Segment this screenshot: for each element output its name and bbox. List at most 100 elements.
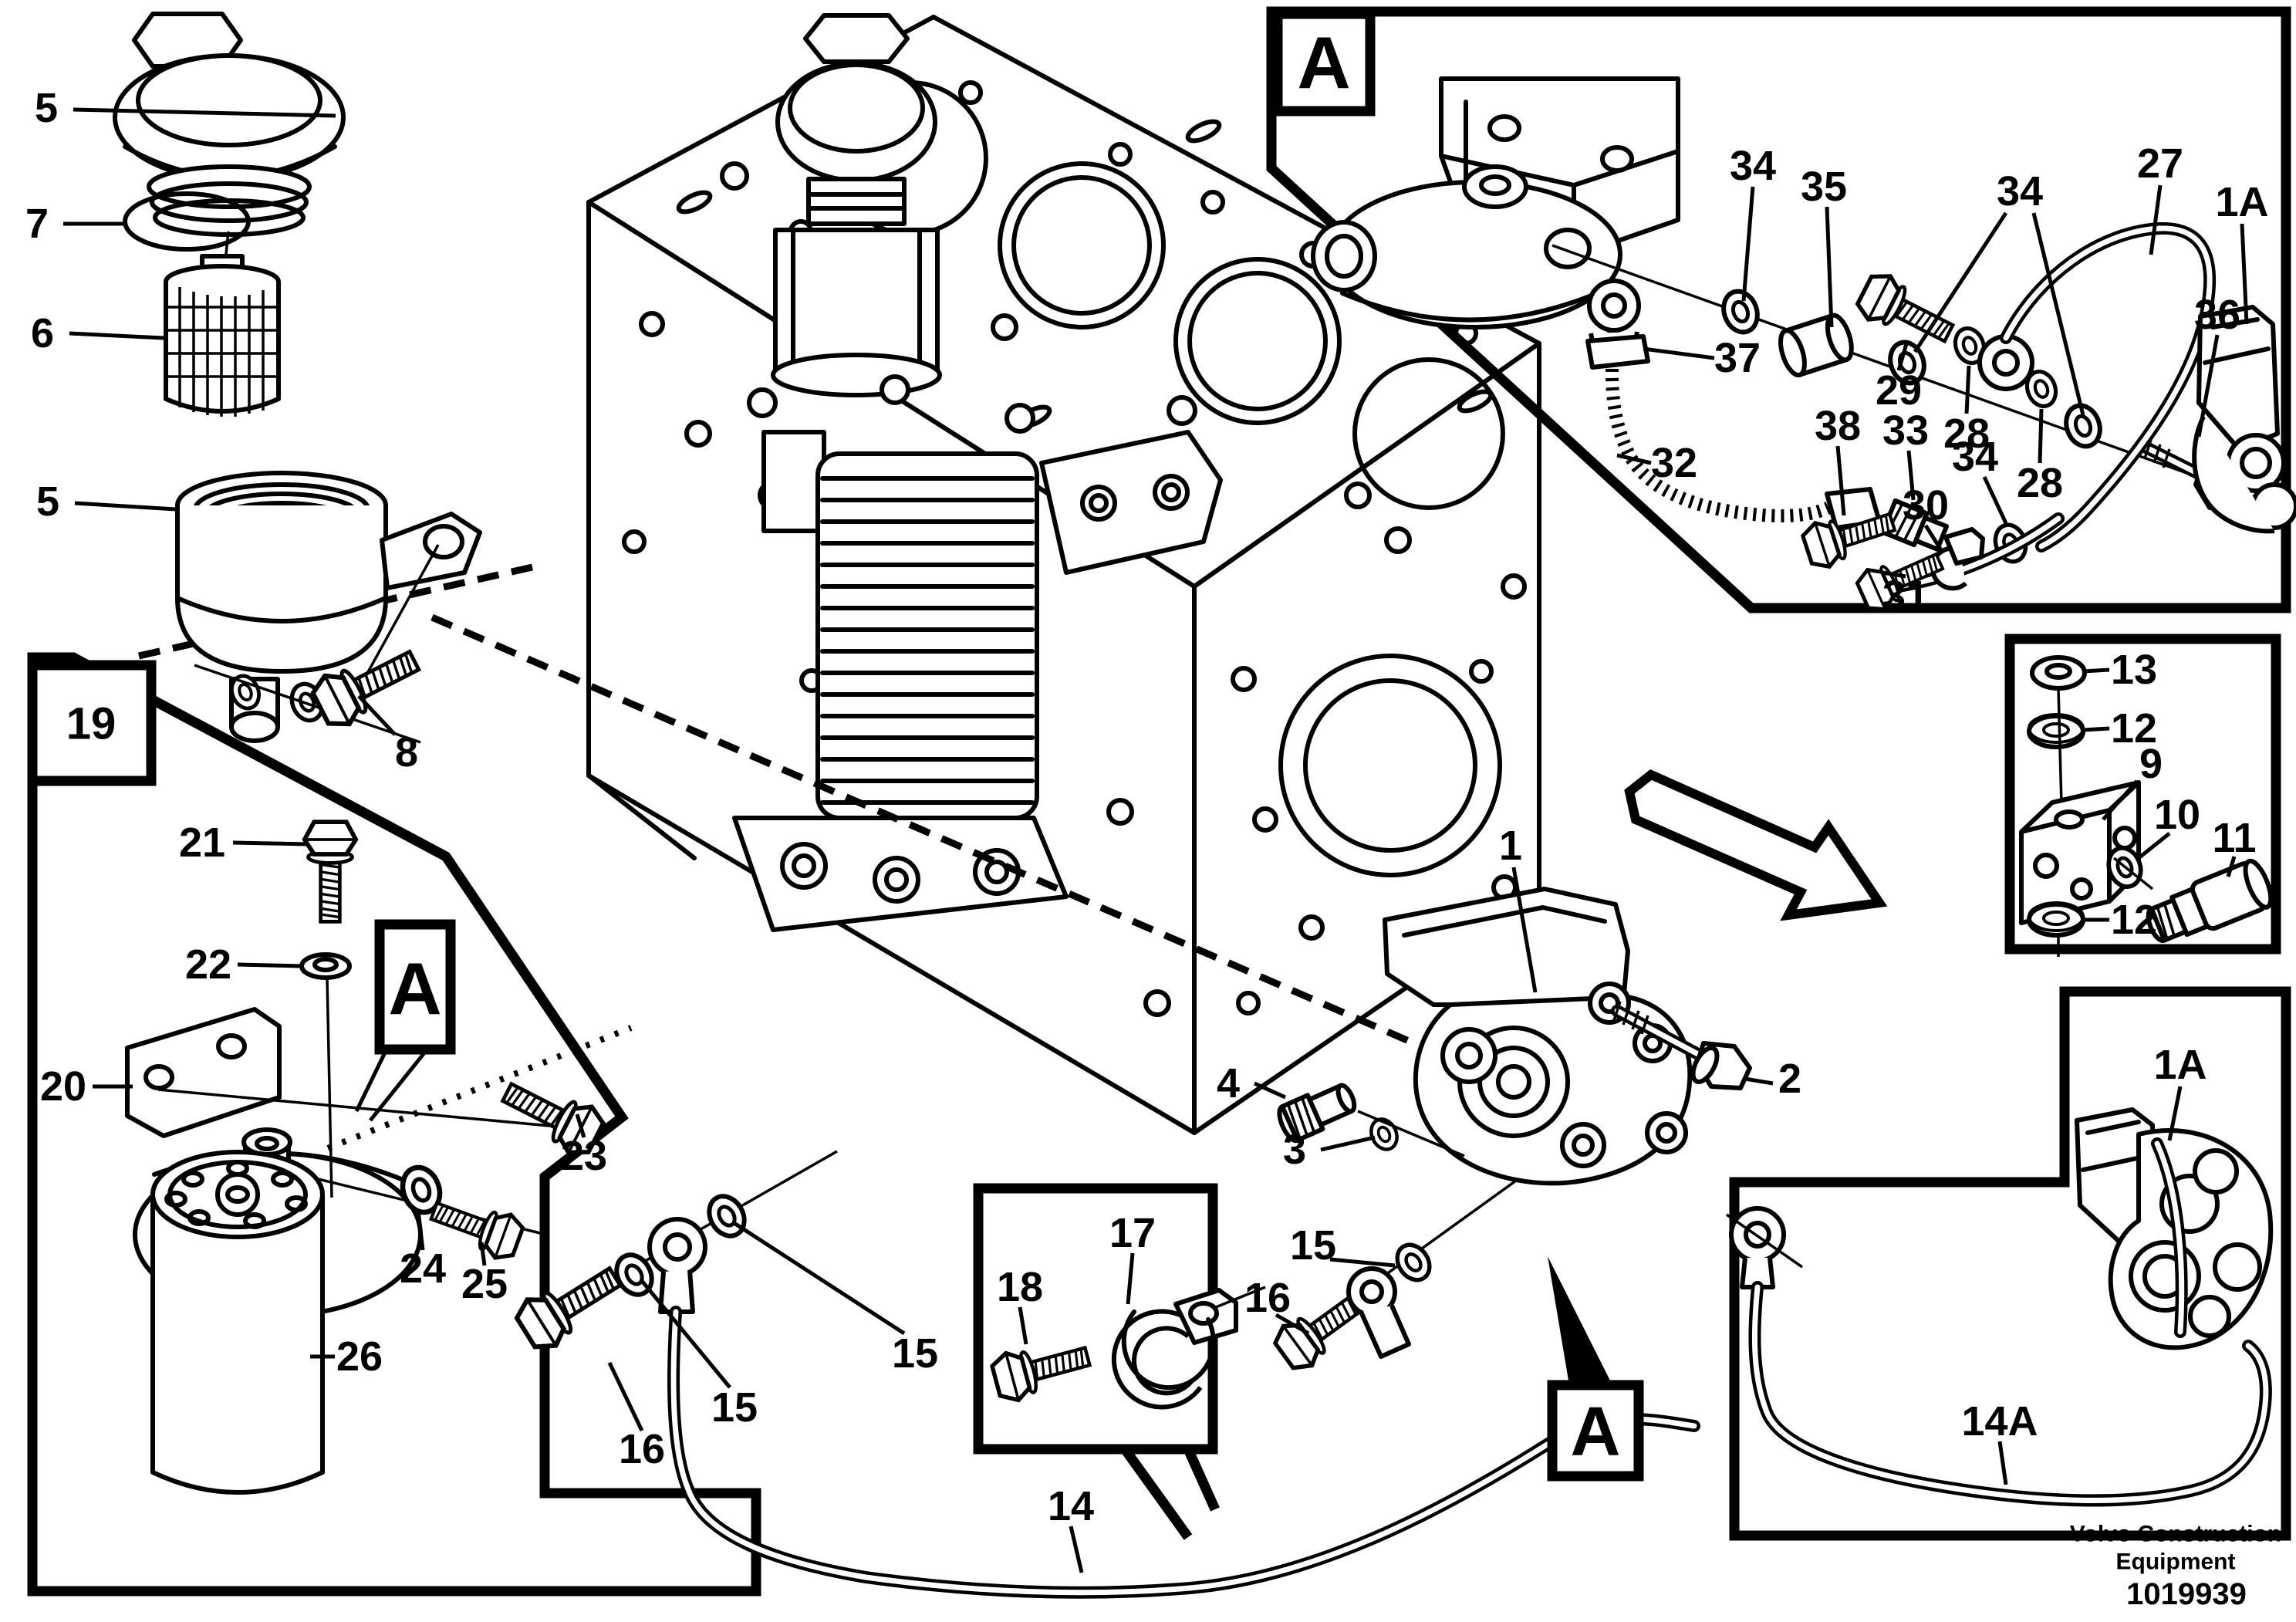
part-number-label: 14 [1048, 1483, 1094, 1529]
part-number-label: 12 [2111, 897, 2157, 943]
callout-14-pipe: 14 [1048, 1483, 1094, 1573]
leader-line [73, 107, 336, 118]
clamp-17 [1111, 1286, 1266, 1410]
part-number-label: 1A [2215, 179, 2268, 225]
part-number-label: 7 [25, 201, 49, 247]
leader-line [1882, 570, 1906, 579]
part-number-label: 32 [1651, 440, 1697, 486]
part-number-label: 22 [185, 941, 231, 988]
part-number-label: 33 [1882, 407, 1929, 454]
inset-19 [27, 652, 761, 1597]
washer-12-top [2029, 715, 2083, 747]
part-number-label: 34 [1952, 434, 1998, 480]
callout-9-block: 9 [2102, 741, 2163, 821]
leader-line [2082, 726, 2110, 732]
leader-line [1896, 340, 1909, 371]
part-number-label: A [388, 948, 441, 1031]
bolt-16-left [512, 1254, 629, 1355]
leader-line [1744, 1076, 1774, 1086]
pump-1A-bottom [2075, 1107, 2274, 1350]
callout-34-washer-d: 34 [1952, 434, 2008, 525]
pump-bracket-1-group [1277, 887, 1752, 1186]
part-number-label: 26 [336, 1333, 383, 1380]
part-number-label: 19 [66, 699, 116, 749]
leader-line [1964, 365, 1971, 414]
part-number-label: 12 [2111, 705, 2157, 752]
leader-line [1018, 1306, 1028, 1345]
washer-12-bottom [2029, 903, 2083, 935]
pump-bracket-1 [1383, 887, 1693, 1186]
leader-line [1320, 1135, 1376, 1152]
callout-31-bolt: 31 [1882, 570, 1929, 619]
callout-8-bolt: 8 [357, 694, 418, 776]
callout-16-bolt-right: 16 [1244, 1275, 1310, 1336]
part-number-label: 24 [400, 1245, 446, 1292]
fitting-4 [1277, 1083, 1357, 1144]
leader-line [1511, 867, 1538, 993]
part-number-label: 5 [35, 85, 58, 131]
leader-line [1825, 206, 1834, 328]
leader-line [2240, 223, 2249, 325]
label-box [374, 919, 456, 1055]
callout-37-nut: 37 [1643, 335, 1761, 381]
leader-line [2137, 832, 2171, 860]
valve-block-9 [2019, 780, 2141, 957]
valve-11 [2146, 858, 2274, 943]
part-number-label: 13 [2111, 647, 2157, 693]
leader-line [2149, 184, 2163, 255]
leader-line [237, 962, 303, 968]
label-box [1547, 1380, 1644, 1482]
leader-line [575, 1113, 586, 1138]
part-number-label: 14A [1961, 1398, 2038, 1445]
part-number-label: 15 [892, 1330, 938, 1377]
inset-pump-pipe [1726, 986, 2291, 1541]
leader-line [2082, 667, 2110, 674]
callout-15-washer-a: 15 [640, 1279, 758, 1431]
leader-line [69, 331, 164, 340]
callout-12-washer-top: 12 [2082, 705, 2157, 752]
part-number-label: 3 [1283, 1127, 1306, 1173]
callout-A-inset19: A [354, 919, 456, 1122]
leader-line [1275, 1313, 1310, 1336]
part-number-label: 30 [1903, 482, 1949, 529]
part-number-label: 10 [2154, 792, 2200, 838]
inset-clamp [973, 1183, 1266, 1540]
part-number-label: 1A [2153, 1042, 2207, 1088]
label-box [1272, 8, 1376, 117]
callout-15-washer-c: 15 [1290, 1222, 1396, 1269]
part-number-label: 20 [40, 1063, 86, 1110]
leader-line [416, 1209, 425, 1251]
part-number-label: 4 [1217, 1060, 1240, 1107]
callout-24-washer: 24 [400, 1209, 446, 1292]
part-number-label: 9 [2139, 741, 2163, 787]
pointer-triangle [1548, 1256, 1612, 1385]
part-number-label: 34 [1730, 143, 1776, 189]
callout-19-inset: 19 [27, 660, 157, 786]
banjo-right [1346, 1266, 1411, 1359]
pump-1A-top [2192, 305, 2296, 534]
callout-10-ring: 10 [2137, 792, 2200, 860]
part-number-label: 28 [2017, 460, 2063, 506]
leader-line [2038, 408, 2044, 464]
leader-line [1741, 186, 1755, 302]
part-number-label: 36 [2194, 292, 2240, 338]
bolt-18 [990, 1333, 1094, 1404]
callout-25-bolt: 25 [461, 1242, 508, 1307]
pipe-14-assembly [512, 1150, 1700, 1599]
part-number-label: 21 [179, 819, 225, 866]
leader-line [479, 1242, 487, 1266]
leader-line [2226, 856, 2237, 877]
leader-line [1069, 1526, 1084, 1573]
brand-line-2: Equipment [2116, 1549, 2236, 1575]
banjo-14A [1726, 1206, 1803, 1289]
callout-36-bolt: 36 [2194, 292, 2240, 438]
callout-7-oring: 7 [25, 201, 123, 247]
part-number-label: 23 [561, 1133, 607, 1179]
callout-17-clamp: 17 [1109, 1210, 1156, 1305]
leader-line [1643, 346, 1715, 360]
callout-11-valve: 11 [2212, 815, 2257, 877]
leader-line [1906, 450, 1916, 501]
filter-housing-5 [175, 471, 482, 744]
